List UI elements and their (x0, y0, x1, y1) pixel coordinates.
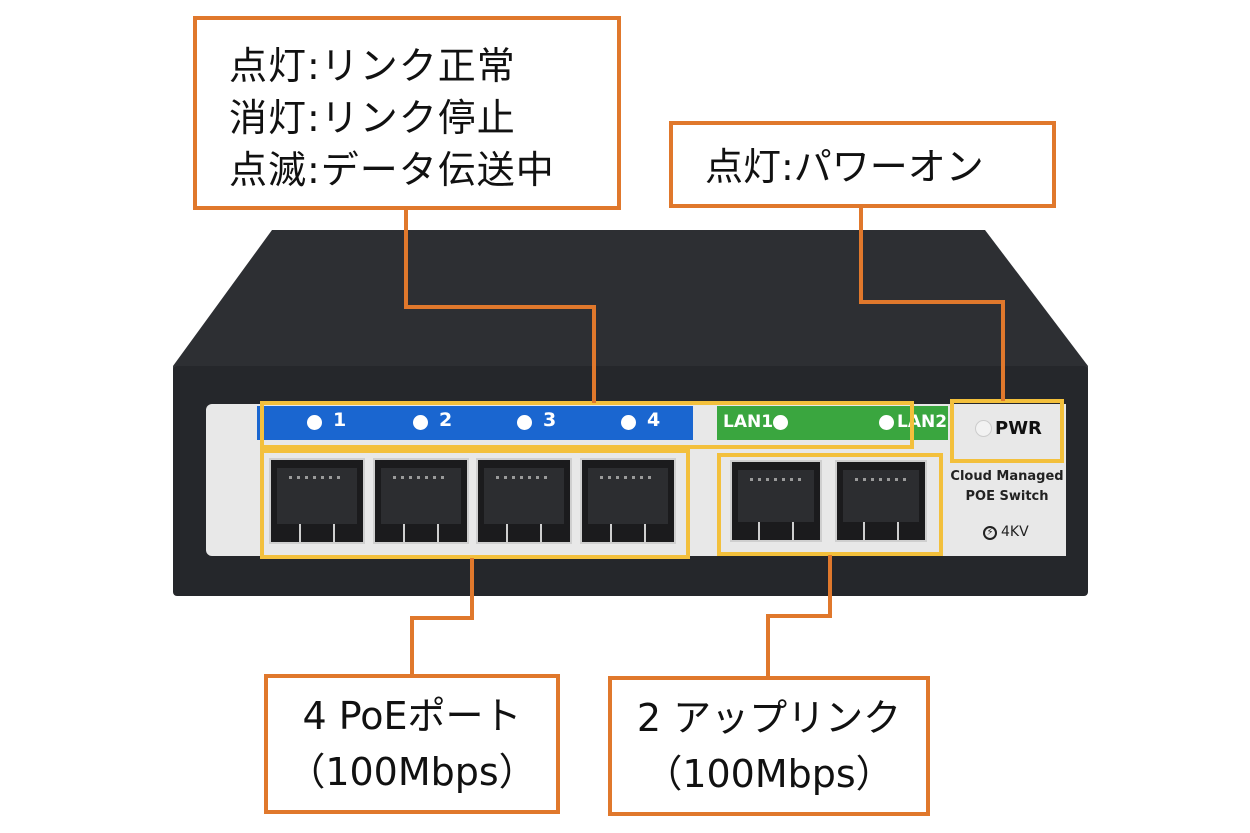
poe-connector-v2 (410, 616, 414, 676)
surge-label: 4KV (1001, 524, 1029, 540)
power-legend: 点灯:パワーオン (669, 121, 1056, 208)
uplink-port-lan1[interactable] (730, 460, 822, 542)
poe-port-1[interactable] (269, 458, 365, 544)
uplink-port-lan2[interactable] (835, 460, 927, 542)
poe-ports-callout: 4 PoEポート （100Mbps） (264, 674, 560, 814)
power-led (975, 420, 992, 437)
led-connector-v1 (404, 209, 408, 309)
power-legend-text: 点灯:パワーオン (705, 145, 984, 189)
port-4-led (621, 415, 636, 430)
legend-line-on: 点灯:リンク正常 (229, 44, 516, 88)
lan2-led (879, 415, 894, 430)
poe-led-bar: 1 2 3 4 (257, 406, 693, 440)
pwr-connector-v1 (859, 206, 863, 304)
port-1-number: 1 (333, 409, 347, 431)
uplink-connector-v2 (766, 614, 770, 678)
poe-ports-speed: （100Mbps） (287, 750, 537, 794)
uplink-speed: （100Mbps） (644, 752, 894, 796)
poe-port-2[interactable] (373, 458, 469, 544)
poe-ports-title: 4 PoEポート (302, 694, 522, 738)
pwr-label: PWR (995, 418, 1042, 439)
legend-line-off: 消灯:リンク停止 (229, 96, 516, 140)
poe-connector-h (410, 616, 474, 620)
legend-line-blink: 点滅:データ伝送中 (229, 148, 555, 192)
lan1-label: LAN1 (723, 412, 774, 432)
pwr-connector-v2 (1001, 300, 1005, 401)
led-connector-v2 (592, 305, 596, 403)
model-line-2: POE Switch (965, 489, 1049, 504)
port-3-led (517, 415, 532, 430)
uplink-callout: 2 アップリンク （100Mbps） (608, 676, 930, 816)
surge-icon: ⚡ (983, 526, 997, 540)
port-1-led (307, 415, 322, 430)
poe-ports-highlight (260, 449, 690, 559)
lan1-led (773, 415, 788, 430)
poe-connector-v1 (470, 558, 474, 620)
port-3-number: 3 (543, 409, 557, 431)
poe-port-4[interactable] (580, 458, 676, 544)
uplink-title: 2 アップリンク (636, 696, 902, 740)
lan2-label: LAN2 (897, 412, 948, 432)
poe-led-highlight (260, 401, 914, 449)
pwr-connector-h (859, 300, 1005, 304)
port-2-led (413, 415, 428, 430)
pwr-highlight (950, 399, 1064, 463)
port-4-number: 4 (647, 409, 661, 431)
uplink-connector-v1 (828, 555, 832, 618)
uplink-connector-h (766, 614, 832, 618)
uplink-ports-highlight (717, 453, 943, 556)
port-2-number: 2 (439, 409, 453, 431)
model-line-1: Cloud Managed (950, 469, 1064, 484)
led-status-legend: 点灯:リンク正常 消灯:リンク停止 点滅:データ伝送中 (193, 16, 621, 210)
led-connector-h (404, 305, 596, 309)
poe-port-3[interactable] (476, 458, 572, 544)
info-faceplate (948, 404, 1066, 556)
uplink-led-bar: LAN1 LAN2 (717, 406, 948, 440)
